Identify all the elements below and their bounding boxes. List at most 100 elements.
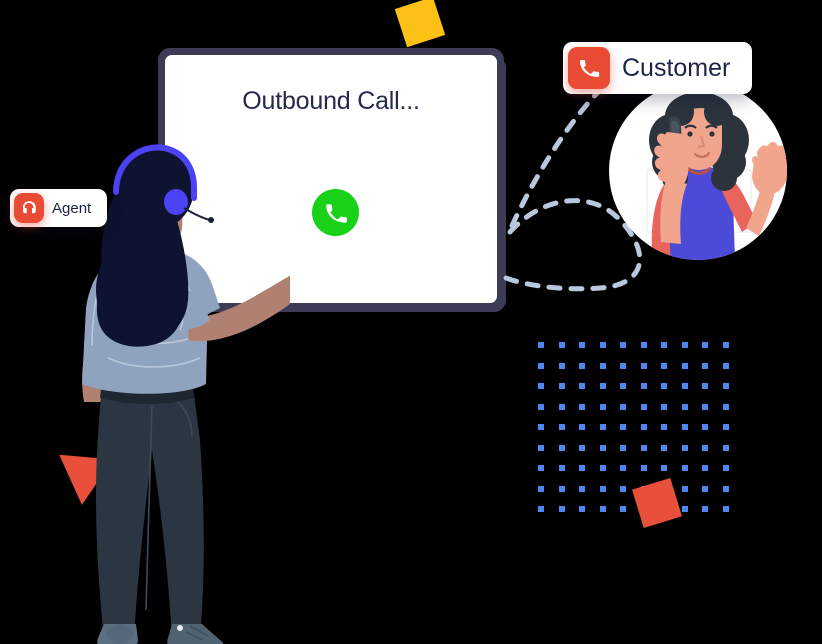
grid-dot [538,403,544,410]
grid-dot [702,403,708,410]
grid-dot [702,383,708,389]
grid-dot [681,362,688,369]
agent-illustration [82,144,290,644]
grid-dot [558,342,565,348]
grid-dot [681,465,688,471]
grid-dot [681,342,688,348]
grid-dot [640,342,647,348]
grid-dot [538,444,544,451]
agent-headset [113,144,214,223]
grid-dot [579,342,585,348]
grid-dot [599,342,606,348]
grid-dot [681,403,688,410]
grid-dot [558,506,565,512]
phone-icon [568,47,610,89]
grid-dot [579,485,585,492]
grid-dot [722,444,729,451]
grid-dot [579,424,585,430]
grid-dot [579,465,585,471]
grid-dot [538,485,544,492]
grid-dot [579,506,585,512]
grid-dot [722,506,729,512]
grid-dot [620,383,626,389]
yellow-square-decoration [394,0,446,48]
grid-dot [620,506,626,512]
grid-dot [538,506,544,512]
whiteboard: Outbound Call... [158,48,504,310]
grid-dot [661,362,667,369]
grid-dot [661,465,667,471]
customer-illustration [646,92,787,260]
page-title: Outbound Call... [242,87,420,115]
grid-dot [579,383,585,389]
grid-dot [702,485,708,492]
grid-dot [599,383,606,389]
agent-hair [96,146,194,347]
grid-dot [640,444,647,451]
grid-dot [661,444,667,451]
grid-dot [599,506,606,512]
grid-dot [538,342,544,348]
grid-dot [558,383,565,389]
grid-dot [640,465,647,471]
grid-dot [640,383,647,389]
grid-dot [702,444,708,451]
badge-agent-label: Agent [52,199,92,217]
grid-dot [681,444,688,451]
grid-dot [538,424,544,430]
grid-dot [579,362,585,369]
grid-dot [702,362,708,369]
grid-dot [640,424,647,430]
call-button[interactable] [312,189,359,236]
grid-dot [538,383,544,389]
grid-dot [722,424,729,430]
grid-dot [538,362,544,369]
grid-dot [599,403,606,410]
badge-customer[interactable]: Customer [563,42,753,94]
grid-dot [640,362,647,369]
grid-dot [681,424,688,430]
grid-dot [702,506,708,512]
grid-dot [722,403,729,410]
connector-loop [503,198,643,292]
agent-pants [96,380,204,638]
agent-shoes [97,624,224,644]
grid-dot [620,403,626,410]
grid-dot [681,485,688,492]
grid-dot [702,424,708,430]
grid-dot [722,465,729,471]
grid-dot [599,444,606,451]
grid-dot [579,403,585,410]
grid-dot [722,485,729,492]
connector-upper-curve [507,85,605,233]
grid-dot [599,362,606,369]
grid-dot [661,342,667,348]
grid-dot [681,506,688,512]
phone-icon [325,203,347,223]
grid-dot [558,403,565,410]
badge-customer-label: Customer [622,53,731,82]
grid-dot [681,383,688,389]
grid-dot [599,485,606,492]
grid-dot [722,342,729,348]
grid-dot [558,485,565,492]
grid-dot [661,383,667,389]
grid-dot [661,403,667,410]
grid-dot [620,342,626,348]
grid-dot [661,424,667,430]
grid-dot [702,342,708,348]
grid-dot [702,465,708,471]
grid-dot [558,465,565,471]
grid-dot [558,362,565,369]
grid-dot [722,383,729,389]
dashed-connector [503,85,643,292]
badge-agent[interactable]: Agent [10,189,108,227]
grid-dot [640,403,647,410]
grid-dot [620,362,626,369]
grid-dot [620,444,626,451]
grid-dot [620,485,626,492]
grid-dot [579,444,585,451]
grid-dot [599,424,606,430]
grid-dot [558,424,565,430]
